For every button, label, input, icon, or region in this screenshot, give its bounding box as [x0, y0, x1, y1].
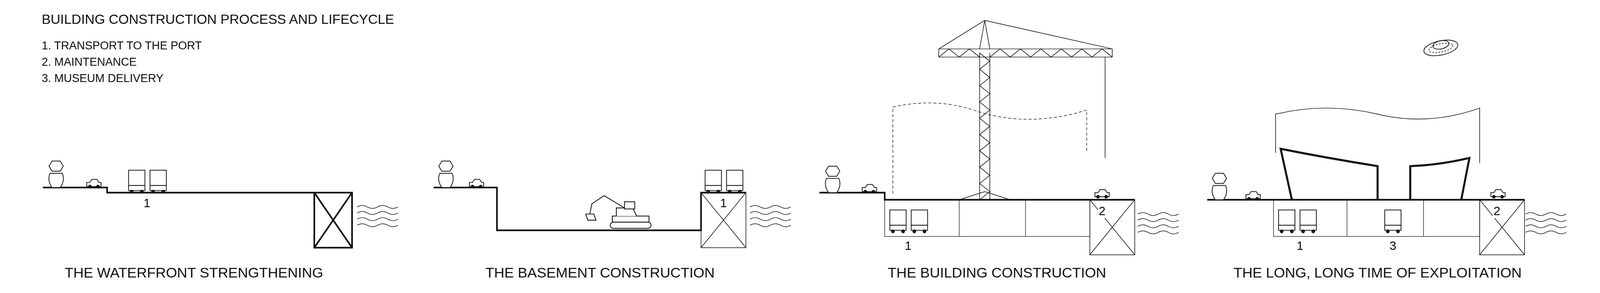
callout-number: 1	[142, 196, 152, 211]
key-item: 1. TRANSPORT TO THE PORT	[40, 39, 203, 53]
key-item: 2. MAINTENANCE	[40, 56, 138, 69]
callout-number: 1	[1295, 239, 1305, 254]
panel-caption: THE BUILDING CONSTRUCTION	[886, 265, 1107, 281]
panel-caption: THE BASEMENT CONSTRUCTION	[484, 265, 716, 281]
callout-number: 2	[1097, 204, 1107, 219]
panel-caption: THE LONG, LONG TIME OF EXPLOITATION	[1232, 265, 1523, 281]
callout-number: 1	[719, 196, 728, 211]
callout-number: 3	[1388, 239, 1398, 254]
callout-number: 2	[1492, 204, 1502, 219]
key-item: 3. MUSEUM DELIVERY	[40, 72, 165, 86]
callout-number: 1	[903, 239, 913, 254]
panel-caption: THE WATERFRONT STRENGTHENING	[63, 265, 324, 281]
title: BUILDING CONSTRUCTION PROCESS AND LIFECY…	[40, 12, 395, 27]
